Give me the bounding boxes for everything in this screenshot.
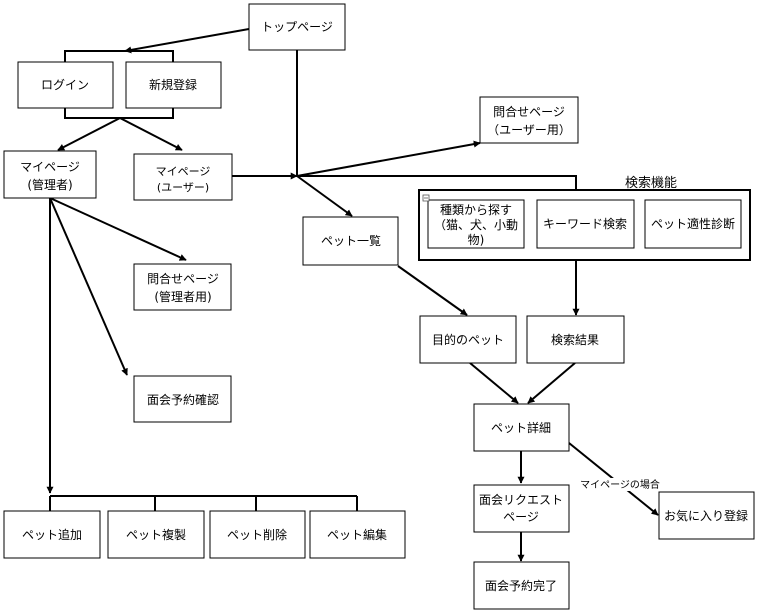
node-visit-complete-label: 面会予約完了 <box>485 578 557 593</box>
node-search-kind-label-3: 物) <box>468 233 485 247</box>
auth-bracket-bottom <box>64 108 174 119</box>
edge-pet-list-to-target <box>397 265 468 316</box>
node-boxes <box>3 3 755 610</box>
edge-hub-to-contact-user <box>296 140 481 177</box>
node-mypage-admin-box <box>3 150 97 199</box>
edge-label-mypage-case: マイページの場合 <box>580 478 660 491</box>
search-group-title: 検索機能 <box>625 176 677 191</box>
node-favorite-box <box>658 491 755 540</box>
node-register-box <box>125 61 222 109</box>
node-pet-detail-label: ペット詳細 <box>491 420 551 435</box>
edge-label-background <box>573 478 667 491</box>
edge-target-to-detail <box>469 362 519 404</box>
edge-auth-to-mypage-user <box>119 117 183 151</box>
node-search-kind-label-1: 種類から探す <box>440 203 512 217</box>
edge-admin-to-reservation-check <box>49 197 128 376</box>
edge-results-to-detail <box>527 362 576 404</box>
node-target-pet-box <box>419 315 517 364</box>
node-pet-copy-label: ペット複製 <box>126 527 186 542</box>
node-mypage-admin-label-2: (管理者) <box>27 177 72 192</box>
edge-admin-to-contact-admin <box>49 197 187 261</box>
node-pet-detail-box <box>473 403 570 452</box>
node-search-kind-label-2: （猫、犬、小動 <box>434 218 518 232</box>
node-pet-list-box <box>302 216 399 266</box>
edge-auth-to-mypage-admin <box>57 117 121 151</box>
node-pet-list-label: ペット一覧 <box>321 234 381 248</box>
auth-bracket-top <box>64 50 174 62</box>
edges <box>46 28 659 562</box>
node-contact-user-label-2: （ユーザー用） <box>487 123 571 137</box>
node-top-label: トップページ <box>261 20 333 34</box>
node-target-pet-label: 目的のペット <box>432 332 504 347</box>
edge-hub-to-pet-list <box>296 175 353 217</box>
node-labels: トップページ ログイン 新規登録 マイページ (管理者) マイページ (ユーザー… <box>20 20 748 593</box>
edge-hub-to-search <box>297 175 577 190</box>
node-mypage-user-label-1: マイページ <box>156 165 211 178</box>
node-visit-complete-box <box>473 561 570 610</box>
node-search-aptitude-box <box>644 199 742 249</box>
node-search-result-label: 検索結果 <box>551 333 599 347</box>
node-top-box <box>248 3 346 51</box>
node-favorite-label: お気に入り登録 <box>664 508 748 523</box>
node-contact-admin-label-2: (管理者用) <box>154 289 211 304</box>
node-search-result-box <box>526 315 625 364</box>
node-visit-request-label-2: ページ <box>503 510 539 524</box>
node-search-kind-box <box>427 199 525 249</box>
node-mypage-user-box <box>133 153 233 201</box>
node-visit-request-label-1: 面会リクエスト <box>479 493 563 507</box>
node-pet-edit-label: ペット編集 <box>327 527 387 542</box>
node-mypage-user-label-2: (ユーザー) <box>157 181 209 194</box>
node-pet-add-label: ペット追加 <box>22 527 82 542</box>
node-reservation-check-label: 面会予約確認 <box>147 392 219 407</box>
node-contact-user-box <box>479 96 579 144</box>
node-contact-user-label-1: 問合せページ <box>493 104 565 119</box>
edge-top-to-auth <box>124 28 250 54</box>
node-pet-add-box <box>3 510 101 559</box>
node-contact-admin-box <box>133 263 232 311</box>
node-pet-delete-box <box>209 510 306 559</box>
node-pet-copy-box <box>107 510 205 559</box>
node-mypage-admin-label-1: マイページ <box>20 160 80 174</box>
node-search-keyword-label: キーワード検索 <box>543 217 627 231</box>
node-visit-request-box <box>473 484 570 533</box>
node-search-keyword-box <box>536 199 635 249</box>
node-reservation-check-box <box>133 375 232 423</box>
node-contact-admin-label-1: 問合せページ <box>147 271 219 286</box>
node-login-label: ログイン <box>41 78 89 92</box>
node-register-label: 新規登録 <box>149 77 197 92</box>
node-login-box <box>17 61 114 109</box>
node-pet-edit-box <box>309 510 406 559</box>
node-pet-delete-label: ペット削除 <box>227 527 287 542</box>
node-search-aptitude-label: ペット適性診断 <box>651 216 735 231</box>
